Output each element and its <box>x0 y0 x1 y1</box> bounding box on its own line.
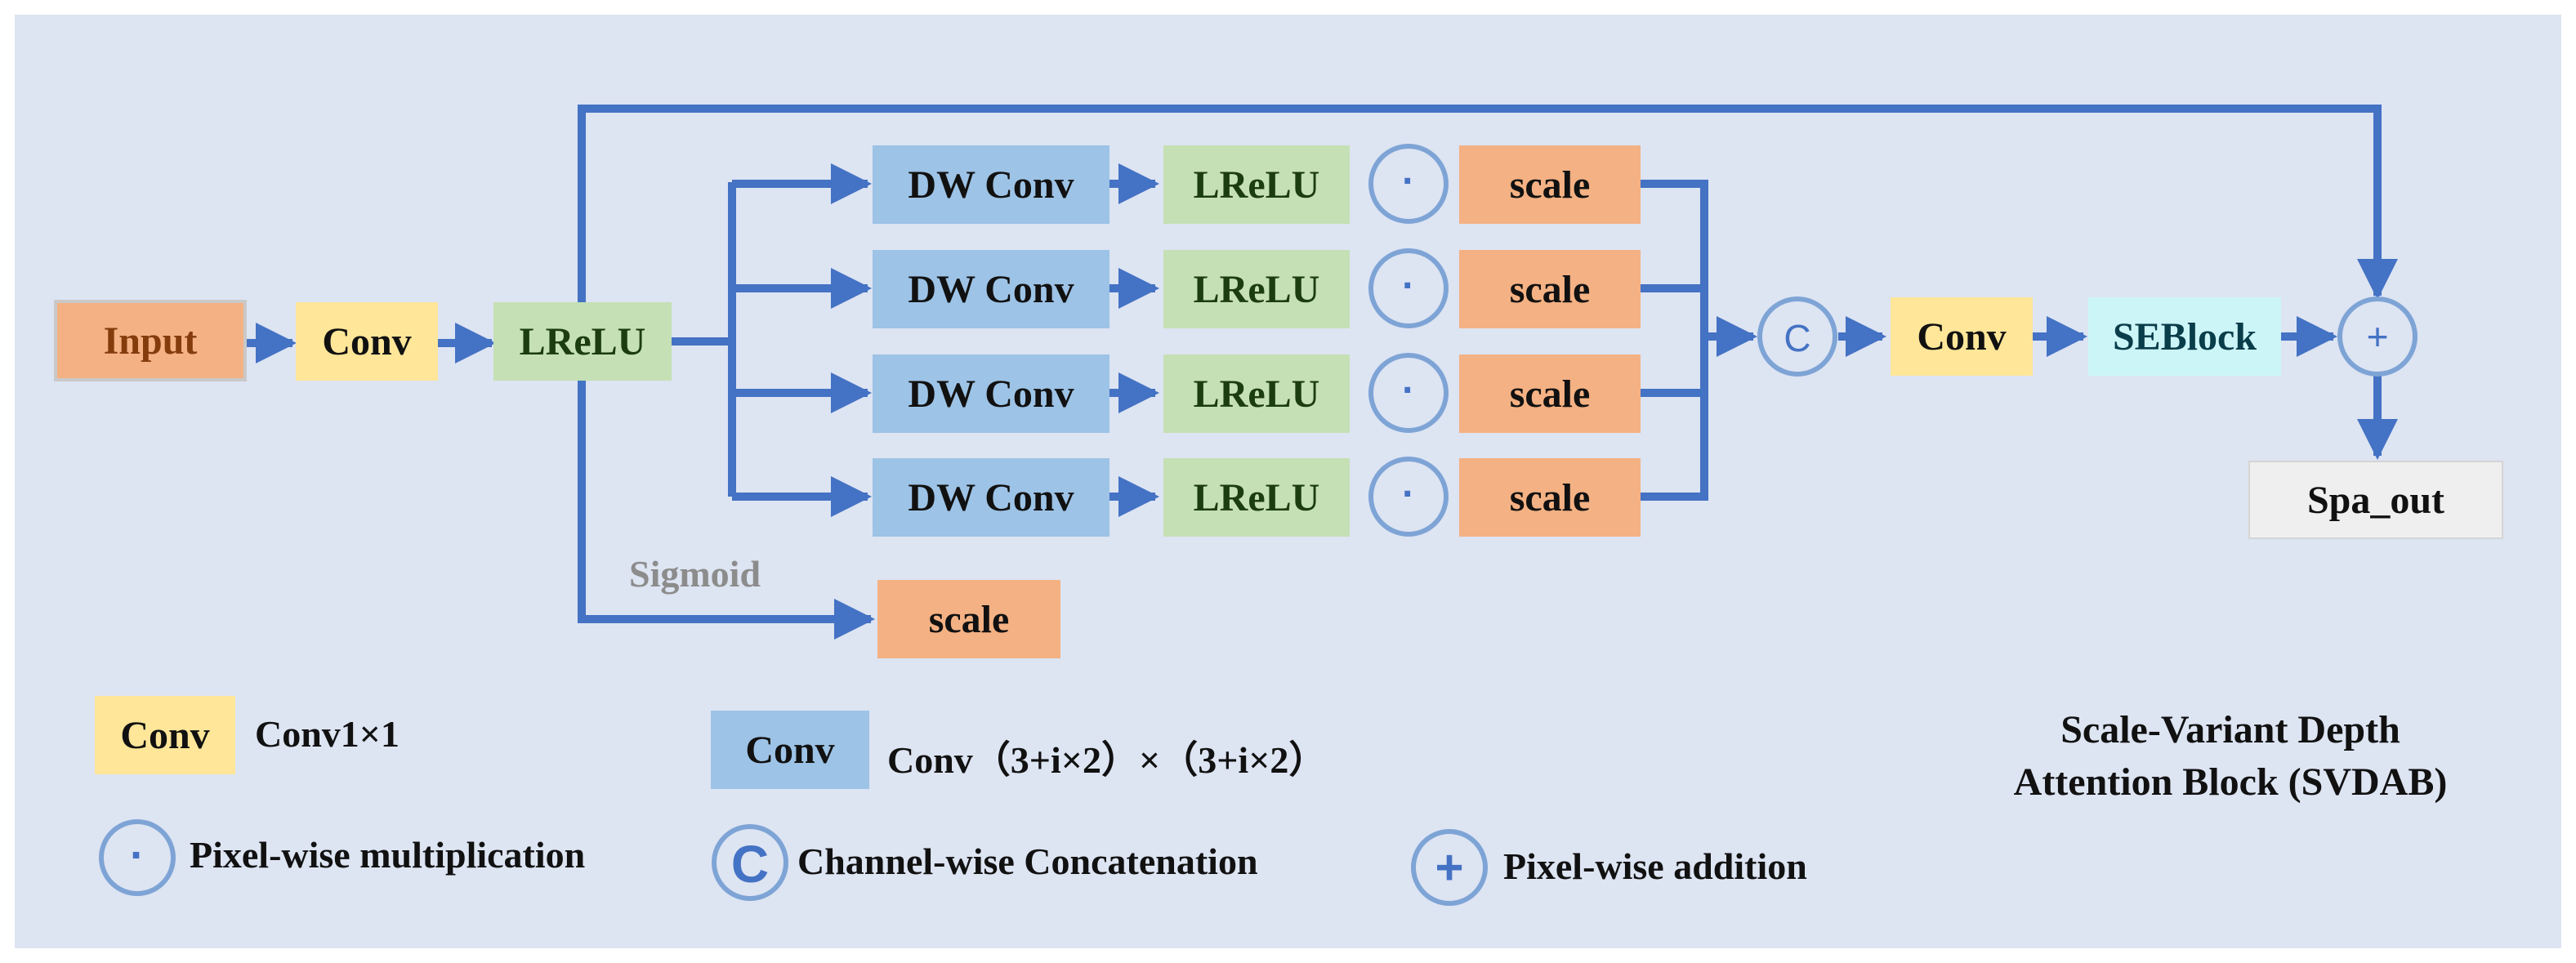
diagram-title: Scale-Variant Depth Attention Block (SVD… <box>1887 704 2574 809</box>
scale-label: scale <box>1509 267 1591 311</box>
branch-lrelu-label: LReLU <box>1193 475 1320 519</box>
legend-mult-circle <box>99 819 176 896</box>
legend-concat-desc: Channel-wise Concatenation <box>797 840 1258 882</box>
scale-label: scale <box>1509 372 1591 416</box>
mult-op-symbol-2: · <box>1402 265 1415 308</box>
mult-op-symbol-3: · <box>1402 369 1415 412</box>
lrelu-node: LReLU <box>493 302 672 381</box>
branch-lrelu-label: LReLU <box>1193 267 1320 311</box>
concat-op-symbol: C <box>1784 317 1810 359</box>
scale-node-4: scale <box>1459 458 1641 537</box>
branch-lrelu-node-3: LReLU <box>1163 354 1350 433</box>
mult-op-circle-4 <box>1368 457 1449 537</box>
legend-mult-desc: Pixel-wise multiplication <box>190 834 586 876</box>
post-conv-label: Conv <box>1917 314 2007 359</box>
branch-lrelu-node-4: LReLU <box>1163 458 1350 537</box>
dw-conv-label: DW Conv <box>908 475 1074 519</box>
post-conv-node: Conv <box>1891 297 2033 376</box>
scale-label: scale <box>1509 475 1591 519</box>
scale-node-2: scale <box>1459 250 1641 328</box>
branch-lrelu-label: LReLU <box>1193 163 1320 207</box>
dw-conv-node-4: DW Conv <box>873 458 1109 537</box>
title-line-1: Scale-Variant Depth <box>2060 708 2400 751</box>
branch-lrelu-node-2: LReLU <box>1163 250 1350 328</box>
dw-conv-node-3: DW Conv <box>873 354 1109 433</box>
conv-label: Conv <box>322 319 412 363</box>
dw-conv-label: DW Conv <box>908 267 1074 311</box>
legend-add-symbol: + <box>1435 840 1463 895</box>
seblock-node: SEBlock <box>2088 297 2281 376</box>
mult-op-symbol-1: · <box>1402 160 1415 203</box>
lrelu-label: LReLU <box>519 319 646 363</box>
input-label: Input <box>103 319 198 363</box>
legend-conv1-desc: Conv1×1 <box>255 713 400 755</box>
title-line-2: Attention Block (SVDAB) <box>2013 760 2448 804</box>
legend-dwconv-swatch: Conv <box>711 711 869 789</box>
scale-node-3: scale <box>1459 354 1641 433</box>
branch-lrelu-node-1: LReLU <box>1163 145 1350 224</box>
conv-node: Conv <box>296 302 438 381</box>
legend-add-desc: Pixel-wise addition <box>1503 845 1807 887</box>
sigmoid-label: Sigmoid <box>629 553 761 595</box>
dw-conv-label: DW Conv <box>908 372 1074 416</box>
scale-label: scale <box>1509 163 1591 207</box>
mult-op-circle-3 <box>1368 353 1449 433</box>
dw-conv-label: DW Conv <box>908 163 1074 207</box>
mult-op-symbol-4: · <box>1402 473 1415 516</box>
input-node: Input <box>54 300 247 381</box>
add-op-circle <box>2337 296 2418 377</box>
output-label: Spa_out <box>2306 478 2445 522</box>
legend-dwconv-desc: Conv（3+i×2）×（3+i×2） <box>887 739 1327 781</box>
scale-node-1: scale <box>1459 145 1641 224</box>
legend-conv1-box-label: Conv <box>120 713 210 757</box>
mult-op-circle-2 <box>1368 248 1449 328</box>
dw-conv-node-1: DW Conv <box>873 145 1109 224</box>
legend-mult-symbol: · <box>130 831 145 880</box>
dw-conv-node-2: DW Conv <box>873 250 1109 328</box>
seblock-label: SEBlock <box>2112 314 2257 359</box>
skip-connection <box>578 105 2398 302</box>
legend-add-circle <box>1411 829 1488 906</box>
branch-lrelu-label: LReLU <box>1193 372 1320 416</box>
arrow-to-sigmoid-scale <box>578 381 875 640</box>
sigmoid-scale-node: scale <box>877 580 1060 658</box>
concat-op-circle <box>1757 296 1837 377</box>
legend-conv1-swatch: Conv <box>95 696 235 774</box>
output-node: Spa_out <box>2248 461 2503 539</box>
legend-concat-symbol: C <box>731 835 769 894</box>
sigmoid-scale-label: scale <box>928 597 1010 641</box>
legend-concat-circle <box>712 824 788 901</box>
add-op-symbol: + <box>2367 315 2389 358</box>
legend-dwconv-box-label: Conv <box>745 728 835 772</box>
mult-op-circle-1 <box>1368 144 1449 224</box>
